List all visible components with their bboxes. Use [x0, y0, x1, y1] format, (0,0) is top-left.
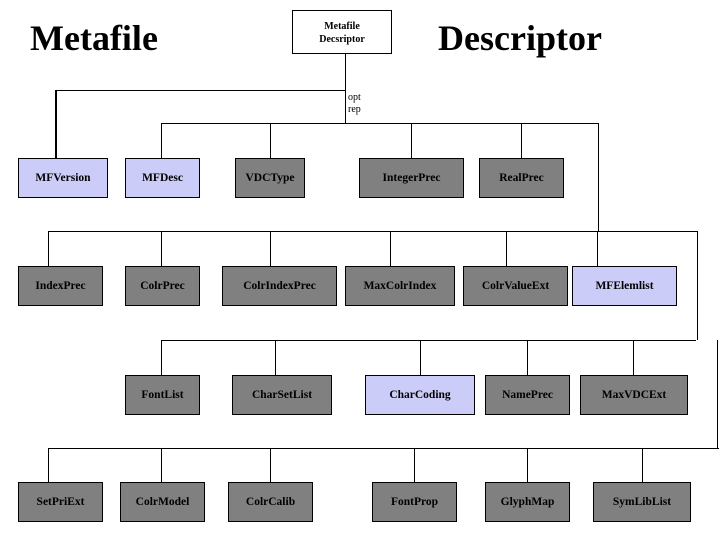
node-indexprec[interactable]: IndexPrec	[18, 266, 103, 306]
node-label: FontList	[141, 389, 184, 401]
connector-drop-row3-maxvdcext	[633, 340, 634, 375]
connector-row2-bus-to-row3-bus	[697, 231, 698, 340]
connector-drop-row4-colrcalib	[270, 448, 271, 483]
connector-drop-row1-vdctype	[270, 123, 271, 158]
connector-row4-bus	[48, 448, 719, 449]
node-nameprec[interactable]: NamePrec	[485, 375, 570, 415]
node-label: SetPriExt	[36, 496, 85, 508]
connector-drop-row1-mfdesc	[161, 123, 162, 158]
connector-drop-row2-maxcolrindex	[390, 231, 391, 266]
node-label: ColrCalib	[245, 496, 296, 508]
node-realprec[interactable]: RealPrec	[479, 158, 564, 198]
node-label: ColrValueExt	[481, 280, 550, 292]
node-colrprec[interactable]: ColrPrec	[125, 266, 200, 306]
node-label: IntegerPrec	[382, 172, 441, 184]
connector-left-deep-branch	[55, 90, 57, 158]
connector-row1-bus-to-row2-bus	[598, 123, 599, 231]
connector-row2-bus	[48, 231, 698, 232]
connector-root-to-left-branch	[55, 90, 346, 91]
connector-root-stem	[345, 54, 346, 123]
node-setpriext[interactable]: SetPriExt	[18, 482, 103, 522]
node-integerprec[interactable]: IntegerPrec	[359, 158, 464, 198]
node-colrcalib[interactable]: ColrCalib	[228, 482, 313, 522]
node-label: GlyphMap	[500, 496, 555, 508]
connector-drop-row2-colrvalueext	[506, 231, 507, 266]
node-label: RealPrec	[499, 172, 544, 184]
root-node-label-line1: Metafile	[324, 20, 360, 32]
multiplicity-annotation: opt rep	[348, 92, 361, 116]
connector-drop-row3-fontlist	[161, 340, 162, 375]
multiplicity-opt: opt	[348, 92, 361, 103]
node-charsetlist[interactable]: CharSetList	[232, 375, 332, 415]
node-label: MFDesc	[142, 172, 183, 184]
node-colrindexprec[interactable]: ColrIndexPrec	[222, 266, 337, 306]
node-label: SymLibList	[612, 496, 672, 508]
connector-drop-row2-colrindexprec	[270, 231, 271, 266]
node-label: NamePrec	[502, 389, 553, 401]
node-colrvalueext[interactable]: ColrValueExt	[463, 266, 568, 306]
root-node-label-line2: Decsriptor	[319, 33, 365, 45]
connector-drop-row1-integerprec	[411, 123, 412, 158]
connector-drop-row3-charsetlist	[275, 340, 276, 375]
connector-row3-bus-to-row4-bus	[717, 340, 718, 448]
node-mfelemlist[interactable]: MFElemlist	[572, 266, 677, 306]
node-label: MaxColrIndex	[363, 280, 437, 292]
node-label: MaxVDCExt	[601, 389, 667, 401]
connector-drop-row4-symliblist	[642, 448, 643, 483]
connector-drop-row2-mfelemlist	[597, 231, 598, 266]
connector-drop-row4-setpriext	[48, 448, 49, 483]
connector-drop-row4-colrmodel	[161, 448, 162, 483]
node-maxvdcext[interactable]: MaxVDCExt	[580, 375, 688, 415]
connector-drop-row2-indexprec	[48, 231, 49, 266]
connector-row1-bus	[161, 123, 599, 124]
node-label: ColrPrec	[140, 280, 185, 292]
node-fontprop[interactable]: FontProp	[372, 482, 457, 522]
node-mfdesc[interactable]: MFDesc	[125, 158, 200, 198]
connector-drop-row2-colrprec	[161, 231, 162, 266]
node-label: MFVersion	[35, 172, 91, 184]
node-label: ColrIndexPrec	[243, 280, 316, 292]
node-label: CharSetList	[251, 389, 313, 401]
node-fontlist[interactable]: FontList	[125, 375, 200, 415]
node-charcoding[interactable]: CharCoding	[365, 375, 475, 415]
node-maxcolrindex[interactable]: MaxColrIndex	[345, 266, 455, 306]
connector-row3-bus	[161, 340, 696, 341]
node-label: CharCoding	[389, 389, 451, 401]
node-mfversion[interactable]: MFVersion	[18, 158, 108, 198]
node-label: MFElemlist	[595, 280, 654, 292]
node-vdctype[interactable]: VDCType	[235, 158, 305, 198]
node-label: VDCType	[245, 172, 295, 184]
connector-drop-row3-charcoding	[420, 340, 421, 375]
node-label: ColrModel	[135, 496, 190, 508]
node-colrmodel[interactable]: ColrModel	[120, 482, 205, 522]
page-title-metafile: Metafile	[30, 18, 158, 58]
connector-drop-row3-nameprec	[527, 340, 528, 375]
multiplicity-rep: rep	[348, 104, 361, 115]
node-glyphmap[interactable]: GlyphMap	[485, 482, 570, 522]
connector-drop-row4-glyphmap	[527, 448, 528, 483]
connector-drop-row1-realprec	[521, 123, 522, 158]
root-node-metafile-descriptor[interactable]: Metafile Decsriptor	[292, 10, 392, 54]
node-label: IndexPrec	[35, 280, 86, 292]
connector-drop-row4-fontprop	[414, 448, 415, 483]
node-label: FontProp	[390, 496, 439, 508]
node-symliblist[interactable]: SymLibList	[593, 482, 691, 522]
page-title-descriptor: Descriptor	[438, 18, 602, 58]
